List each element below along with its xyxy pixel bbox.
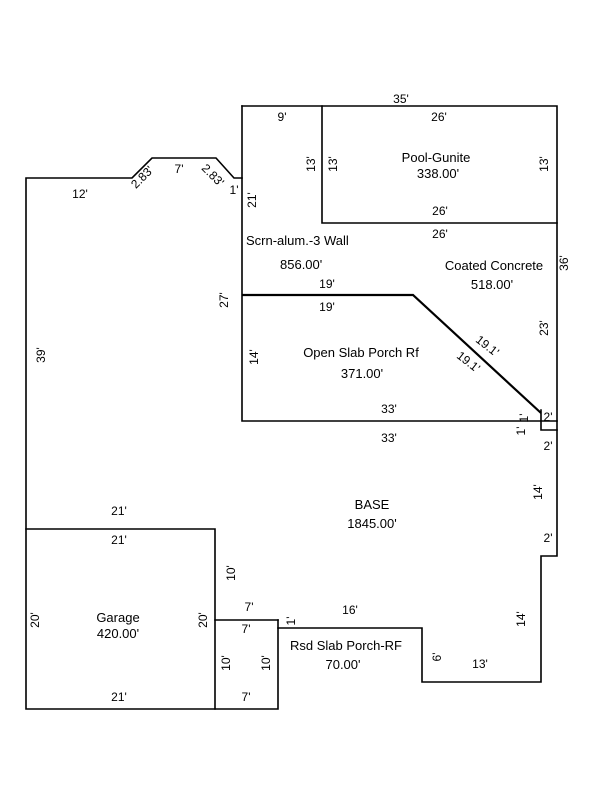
dim-7-upper: 7' xyxy=(245,600,254,614)
dim-6: 6' xyxy=(430,653,444,662)
dim-21-vertical: 21' xyxy=(245,192,259,208)
dim-7-inner: 7' xyxy=(242,622,251,636)
dim-35: 35' xyxy=(393,92,409,106)
dim-27: 27' xyxy=(217,292,231,308)
base-area-value: 1845.00' xyxy=(347,516,396,531)
coated-area-value: 518.00' xyxy=(471,277,513,292)
dim-1-notch-a: 1' xyxy=(517,414,531,423)
pool-outline xyxy=(321,105,558,224)
dim-36: 36' xyxy=(557,255,571,271)
dim-13-bottom: 13' xyxy=(472,657,488,671)
open-porch-outline xyxy=(242,293,542,414)
porch-area-name: Open Slab Porch Rf xyxy=(303,345,419,360)
dim-14-porch: 14' xyxy=(247,349,261,365)
dim-20-left: 20' xyxy=(28,612,42,628)
screen-enclosure-outline xyxy=(241,105,558,422)
porch-notch xyxy=(540,409,558,431)
screen-area-value: 856.00' xyxy=(280,257,322,272)
dim-20-right: 20' xyxy=(196,612,210,628)
dimension-labels: 35' 9' 26' 13' 13' 13' 26' 26' 36' 7' 2.… xyxy=(28,92,571,704)
dim-26-pool-bottom: 26' xyxy=(432,204,448,218)
garage-area-value: 420.00' xyxy=(97,626,139,641)
dim-16: 16' xyxy=(342,603,358,617)
garage-outline xyxy=(25,528,216,710)
dim-10-inner-left: 10' xyxy=(219,655,233,671)
coated-area-name: Coated Concrete xyxy=(445,258,543,273)
dim-13-mid: 13' xyxy=(326,156,340,172)
dim-14-right: 14' xyxy=(531,484,545,500)
dim-7-bottom: 7' xyxy=(242,690,251,704)
dim-14-lower: 14' xyxy=(514,611,528,627)
rsd-area-value: 70.00' xyxy=(325,657,360,672)
dim-19-upper: 19' xyxy=(319,277,335,291)
dim-1-rsd: 1' xyxy=(284,617,298,626)
porch-area-value: 371.00' xyxy=(341,366,383,381)
dim-10-inner-right: 10' xyxy=(259,655,273,671)
dim-19-lower: 19' xyxy=(319,300,335,314)
dim-2-notch: 2' xyxy=(544,410,553,424)
dim-7-bay: 7' xyxy=(175,162,184,176)
dim-26-top: 26' xyxy=(431,110,447,124)
dim-23: 23' xyxy=(537,320,551,336)
rsd-area-name: Rsd Slab Porch-RF xyxy=(290,638,402,653)
dim-10-upper: 10' xyxy=(224,565,238,581)
dim-33-lower: 33' xyxy=(381,431,397,445)
dim-12: 12' xyxy=(72,187,88,201)
base-area-name: BASE xyxy=(355,497,390,512)
dim-19.1-lower: 19.1' xyxy=(454,348,483,375)
dim-2.83-left: 2.83' xyxy=(128,163,156,191)
pool-area-value: 338.00' xyxy=(417,166,459,181)
dim-21-garage-top-inner: 21' xyxy=(111,533,127,547)
dim-21-garage-top-outer: 21' xyxy=(111,504,127,518)
dim-1-notch-b: 1' xyxy=(514,427,528,436)
dim-13-left: 13' xyxy=(304,156,318,172)
dim-2-step: 2' xyxy=(544,531,553,545)
dim-33-upper: 33' xyxy=(381,402,397,416)
outline-walls xyxy=(25,105,558,710)
dim-1-top: 1' xyxy=(230,183,239,197)
dim-21-garage-bottom: 21' xyxy=(111,690,127,704)
pool-area-name: Pool-Gunite xyxy=(402,150,471,165)
screen-area-name: Scrn-alum.-3 Wall xyxy=(246,233,349,248)
dim-2-right: 2' xyxy=(544,439,553,453)
dim-26-coated-top: 26' xyxy=(432,227,448,241)
garage-area-name: Garage xyxy=(96,610,139,625)
dim-13-right: 13' xyxy=(537,156,551,172)
area-labels: Pool-Gunite 338.00' Scrn-alum.-3 Wall 85… xyxy=(96,150,543,672)
base-outline xyxy=(25,157,558,710)
dim-9: 9' xyxy=(278,110,287,124)
dim-39: 39' xyxy=(34,347,48,363)
